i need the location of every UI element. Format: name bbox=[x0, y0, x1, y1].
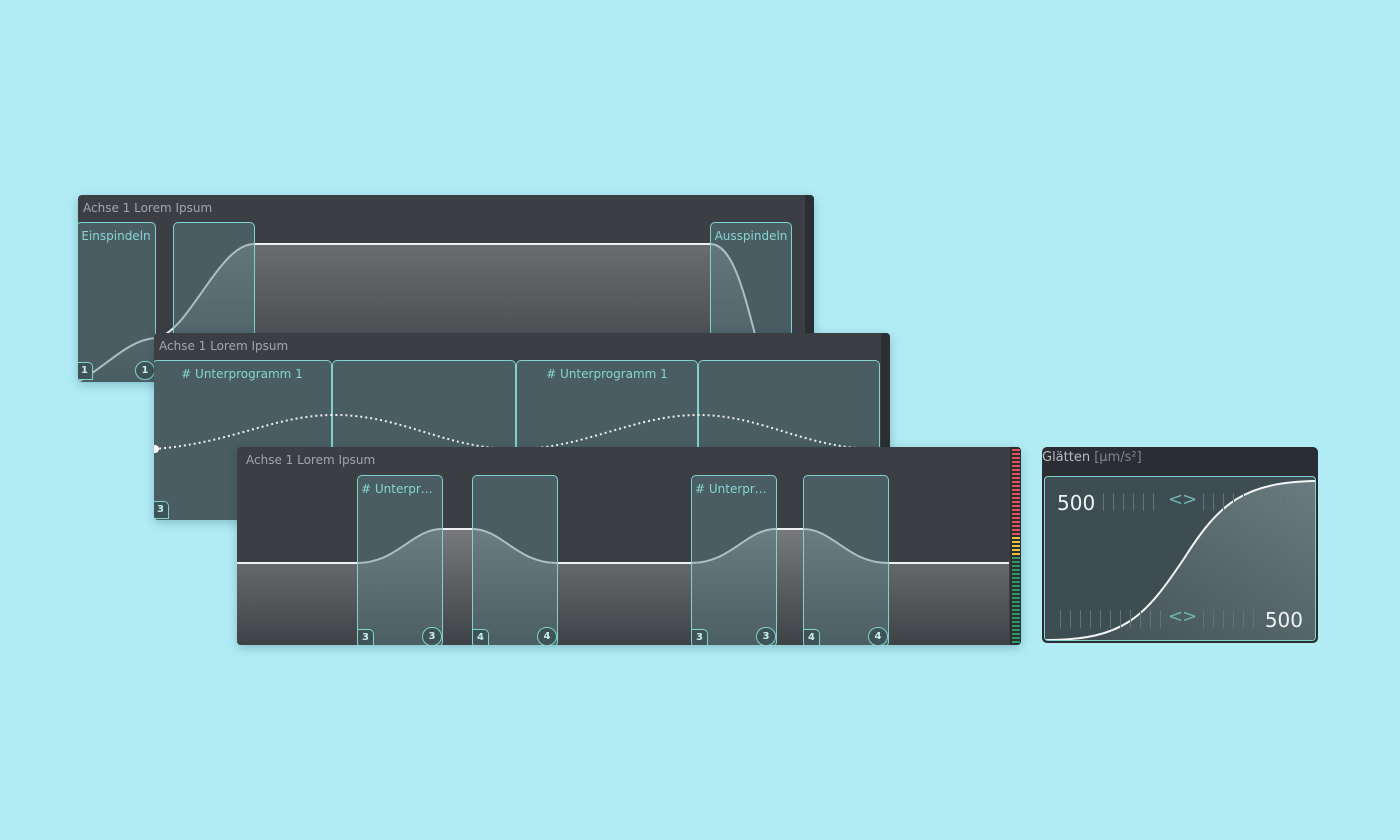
meter-segment bbox=[1012, 461, 1020, 463]
block-einspindeln[interactable]: Einspindeln 1 1 bbox=[78, 222, 156, 382]
scrollbar[interactable] bbox=[805, 195, 814, 382]
bottom-adjust-arrows-icon[interactable]: <> bbox=[1168, 606, 1197, 627]
meter-segment bbox=[1012, 457, 1020, 459]
top-adjust-arrows-icon[interactable]: <> bbox=[1168, 489, 1197, 510]
meter-segment bbox=[1012, 633, 1020, 635]
badge-square: 3 bbox=[154, 501, 169, 519]
meter-segment bbox=[1012, 545, 1020, 547]
meter-segment bbox=[1012, 493, 1020, 495]
meter-segment bbox=[1012, 589, 1020, 591]
smoothing-unit: [µm/s²] bbox=[1094, 450, 1142, 465]
bottom-value[interactable]: 500 bbox=[1264, 608, 1303, 632]
meter-segment bbox=[1012, 485, 1020, 487]
meter-segment bbox=[1012, 641, 1020, 643]
meter-segment bbox=[1012, 581, 1020, 583]
scrollbar[interactable] bbox=[881, 333, 890, 520]
motion-curve bbox=[237, 528, 1009, 645]
meter-segment bbox=[1012, 517, 1020, 519]
block-label: # Unterprogramm 1 bbox=[361, 482, 442, 496]
meter-segment bbox=[1012, 533, 1020, 535]
panel-title: Achse 1 Lorem Ipsum bbox=[246, 453, 376, 467]
axis-panel-3: Achse 1 Lorem Ipsum # Unterprogramm 1 3 3… bbox=[237, 447, 1021, 645]
meter-segment bbox=[1012, 617, 1020, 619]
meter-segment bbox=[1012, 489, 1020, 491]
meter-segment bbox=[1012, 597, 1020, 599]
meter-segment bbox=[1012, 497, 1020, 499]
meter-segment bbox=[1012, 505, 1020, 507]
meter-segment bbox=[1012, 513, 1020, 515]
block-label: Ausspindeln bbox=[714, 229, 788, 243]
badge-circle: 1 bbox=[135, 361, 155, 380]
top-value[interactable]: 500 bbox=[1057, 491, 1096, 515]
meter-segment bbox=[1012, 469, 1020, 471]
badge-circle: 4 bbox=[537, 627, 557, 645]
badge-square: 3 bbox=[357, 629, 374, 645]
badge-circle: 3 bbox=[756, 627, 776, 645]
meter-segment bbox=[1012, 629, 1020, 631]
meter-segment bbox=[1012, 605, 1020, 607]
meter-segment bbox=[1012, 537, 1020, 539]
panel-title: Achse 1 Lorem Ipsum bbox=[83, 201, 213, 215]
meter-segment bbox=[1012, 601, 1020, 603]
meter-segment bbox=[1012, 473, 1020, 475]
meter-segment bbox=[1012, 529, 1020, 531]
meter-segment bbox=[1012, 585, 1020, 587]
meter-segment bbox=[1012, 549, 1020, 551]
meter-segment bbox=[1012, 477, 1020, 479]
meter-segment bbox=[1012, 481, 1020, 483]
meter-segment bbox=[1012, 593, 1020, 595]
badge-square: 3 bbox=[691, 629, 708, 645]
smoothing-curve-area[interactable]: 500 <> <> 500 bbox=[1044, 476, 1316, 641]
meter-segment bbox=[1012, 561, 1020, 563]
badge-square: 4 bbox=[472, 629, 489, 645]
meter-segment bbox=[1012, 553, 1020, 555]
meter-segment bbox=[1012, 625, 1020, 627]
meter-segment bbox=[1012, 557, 1020, 559]
meter-segment bbox=[1012, 465, 1020, 467]
meter-segment bbox=[1012, 449, 1020, 451]
panel-title: Achse 1 Lorem Ipsum bbox=[159, 339, 289, 353]
meter-segment bbox=[1012, 509, 1020, 511]
smoothing-title: Glätten [µm/s²] bbox=[1042, 450, 1142, 465]
bottom-ticks bbox=[1060, 610, 1161, 628]
block-subprogram[interactable]: # Unterprogramm 1 3 3 bbox=[357, 475, 443, 645]
meter-segment bbox=[1012, 501, 1020, 503]
badge-square: 1 bbox=[78, 362, 93, 380]
level-meter[interactable] bbox=[1010, 447, 1021, 645]
smoothing-widget: Glätten [µm/s²] 500 <> <> 500 bbox=[1042, 447, 1318, 643]
block-label: Einspindeln bbox=[81, 229, 151, 243]
dotted-curve bbox=[154, 413, 880, 453]
meter-segment bbox=[1012, 637, 1020, 639]
top-ticks bbox=[1103, 493, 1154, 511]
meter-segment bbox=[1012, 453, 1020, 455]
smoothing-label: Glätten bbox=[1042, 450, 1091, 465]
block-subprogram[interactable]: # Unterprogramm 1 3 3 bbox=[691, 475, 777, 645]
meter-segment bbox=[1012, 541, 1020, 543]
badge-circle: 4 bbox=[868, 627, 888, 645]
smoothing-curve bbox=[1045, 480, 1315, 640]
meter-segment bbox=[1012, 525, 1020, 527]
meter-segment bbox=[1012, 577, 1020, 579]
meter-segment bbox=[1012, 613, 1020, 615]
top-ticks bbox=[1203, 493, 1294, 511]
bottom-ticks bbox=[1203, 610, 1254, 628]
meter-segment bbox=[1012, 565, 1020, 567]
block-label: # Unterprogramm 1 bbox=[695, 482, 776, 496]
meter-segment bbox=[1012, 569, 1020, 571]
meter-segment bbox=[1012, 573, 1020, 575]
meter-segment bbox=[1012, 521, 1020, 523]
badge-square: 4 bbox=[803, 629, 820, 645]
meter-segment bbox=[1012, 609, 1020, 611]
badge-circle: 3 bbox=[422, 627, 442, 645]
meter-segment bbox=[1012, 621, 1020, 623]
